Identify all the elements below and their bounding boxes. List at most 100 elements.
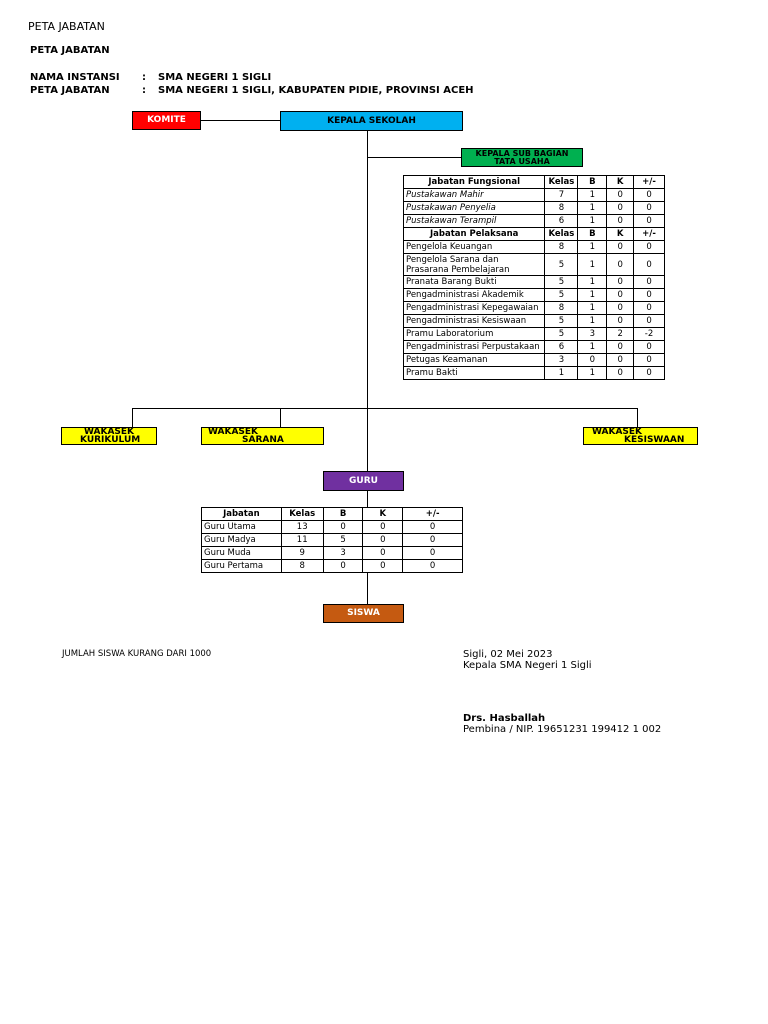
- kelas-cell: 7: [544, 188, 579, 202]
- kelas-cell: 8: [280, 559, 324, 573]
- footer-note: JUMLAH SISWA KURANG DARI 1000: [62, 649, 212, 659]
- k-cell: 0: [606, 275, 635, 289]
- kelas-cell: 8: [544, 240, 579, 254]
- b-cell: 1: [577, 240, 608, 254]
- kurikulum-drop: [132, 408, 133, 427]
- kepala-sekolah-label: KEPALA SEKOLAH: [327, 116, 416, 126]
- b-cell: 5: [322, 533, 364, 547]
- k-cell: 2: [606, 327, 635, 341]
- table-row: Pengelola Sarana dan Prasarana Pembelaja…: [402, 253, 665, 276]
- selisih-cell: 0: [633, 201, 665, 215]
- selisih-cell: 0: [633, 288, 665, 302]
- komite-label: KOMITE: [147, 115, 186, 125]
- kelas-cell: 5: [544, 288, 579, 302]
- column-header: K: [362, 507, 404, 521]
- column-header: +/-: [633, 227, 665, 241]
- k-cell: 0: [606, 353, 635, 367]
- wakasek-sarana-box: WAKASEK SARANA: [201, 427, 324, 445]
- selisih-cell: 0: [402, 559, 463, 573]
- selisih-cell: 0: [402, 533, 463, 547]
- wakasek-sarana-line2: SARANA: [242, 435, 284, 445]
- komite-box: KOMITE: [132, 111, 201, 130]
- b-cell: 3: [577, 327, 608, 341]
- b-cell: 1: [577, 288, 608, 302]
- wakasek-kesiswaan-line2: KESISWAAN: [624, 435, 685, 445]
- signature-place-date: Sigli, 02 Mei 2023: [463, 649, 553, 660]
- selisih-cell: 0: [633, 340, 665, 354]
- guru-label: GURU: [349, 476, 378, 486]
- column-header: Jabatan Fungsional: [402, 175, 546, 189]
- jabatan-cell: Pramu Laboratorium: [402, 327, 546, 341]
- b-cell: 1: [577, 201, 608, 215]
- k-cell: 0: [606, 366, 635, 380]
- b-cell: 1: [577, 188, 608, 202]
- selisih-cell: 0: [633, 301, 665, 315]
- sarana-drop: [280, 408, 281, 427]
- b-cell: 1: [577, 340, 608, 354]
- table-row: Pranata Barang Bukti 5 1 0 0: [402, 275, 665, 289]
- komite-connector: [200, 120, 280, 121]
- k-cell: 0: [606, 340, 635, 354]
- wakasek-kurikulum-box: WAKASEK KURIKULUM: [61, 427, 157, 445]
- guru-box: GURU: [323, 471, 404, 491]
- table-row: Pustakawan Mahir 7 1 0 0: [402, 188, 665, 202]
- kelas-cell: 8: [544, 301, 579, 315]
- kelas-cell: 6: [544, 340, 579, 354]
- jabatan-cell: Pengadministrasi Kepegawaian: [402, 301, 546, 315]
- kelas-cell: 13: [280, 520, 324, 534]
- selisih-cell: 0: [633, 366, 665, 380]
- table-row: Pengadministrasi Akademik 5 1 0 0: [402, 288, 665, 302]
- b-cell: 0: [577, 353, 608, 367]
- jabatan-cell: Pustakawan Mahir: [402, 188, 546, 202]
- wakasek-kurikulum-line1: WAKASEK: [84, 427, 135, 437]
- k-cell: 0: [362, 533, 404, 547]
- nama-instansi-separator: :: [142, 72, 146, 83]
- b-cell: 3: [322, 546, 364, 560]
- siswa-box: SISWA: [323, 604, 404, 623]
- b-cell: 1: [577, 214, 608, 228]
- column-header: +/-: [633, 175, 665, 189]
- kelas-cell: 3: [544, 353, 579, 367]
- jabatan-cell: Guru Utama: [201, 520, 282, 534]
- signature-name: Drs. Hasballah: [463, 713, 546, 724]
- selisih-cell: 0: [633, 314, 665, 328]
- main-vertical-line: [367, 130, 368, 605]
- column-header: Jabatan Pelaksana: [402, 227, 546, 241]
- kelas-cell: 5: [544, 275, 579, 289]
- k-cell: 0: [606, 201, 635, 215]
- selisih-cell: 0: [633, 253, 665, 276]
- column-header: Kelas: [280, 507, 324, 521]
- k-cell: 0: [606, 188, 635, 202]
- page-title: PETA JABATAN: [30, 45, 110, 56]
- table-row: Guru Pertama 8 0 0 0: [201, 559, 463, 573]
- selisih-cell: 0: [633, 214, 665, 228]
- selisih-cell: 0: [402, 520, 463, 534]
- column-header: B: [322, 507, 364, 521]
- wakasek-kurikulum-line2: KURIKULUM: [80, 435, 141, 445]
- jabatan-cell: Guru Pertama: [201, 559, 282, 573]
- jabatan-cell: Pengadministrasi Perpustakaan: [402, 340, 546, 354]
- kelas-cell: 5: [544, 327, 579, 341]
- kasubag-tu-line2: TATA USAHA: [494, 157, 550, 166]
- k-cell: 0: [362, 546, 404, 560]
- jabatan-cell: Guru Madya: [201, 533, 282, 547]
- nama-instansi-label: NAMA INSTANSI: [30, 72, 120, 83]
- table-row: Pustakawan Terampil 6 1 0 0: [402, 214, 665, 228]
- jabatan-cell: Pranata Barang Bukti: [402, 275, 546, 289]
- kesiswaan-drop: [637, 408, 638, 427]
- pelaksana-header-row: Jabatan Pelaksana Kelas B K +/-: [402, 227, 665, 241]
- guru-header-row: Jabatan Kelas B K +/-: [201, 507, 463, 521]
- b-cell: 1: [577, 253, 608, 276]
- top-title: PETA JABATAN: [28, 20, 105, 33]
- column-header: Kelas: [544, 175, 579, 189]
- jabatan-cell: Pengelola Sarana dan Prasarana Pembelaja…: [402, 253, 546, 276]
- column-header: B: [577, 227, 608, 241]
- b-cell: 0: [322, 559, 364, 573]
- jabatan-cell: Pustakawan Terampil: [402, 214, 546, 228]
- table-row: Pengadministrasi Kesiswaan 5 1 0 0: [402, 314, 665, 328]
- jabatan-cell: Guru Muda: [201, 546, 282, 560]
- kelas-cell: 9: [280, 546, 324, 560]
- b-cell: 1: [577, 366, 608, 380]
- table-row: Pengelola Keuangan 8 1 0 0: [402, 240, 665, 254]
- peta-jabatan-label: PETA JABATAN: [30, 85, 110, 96]
